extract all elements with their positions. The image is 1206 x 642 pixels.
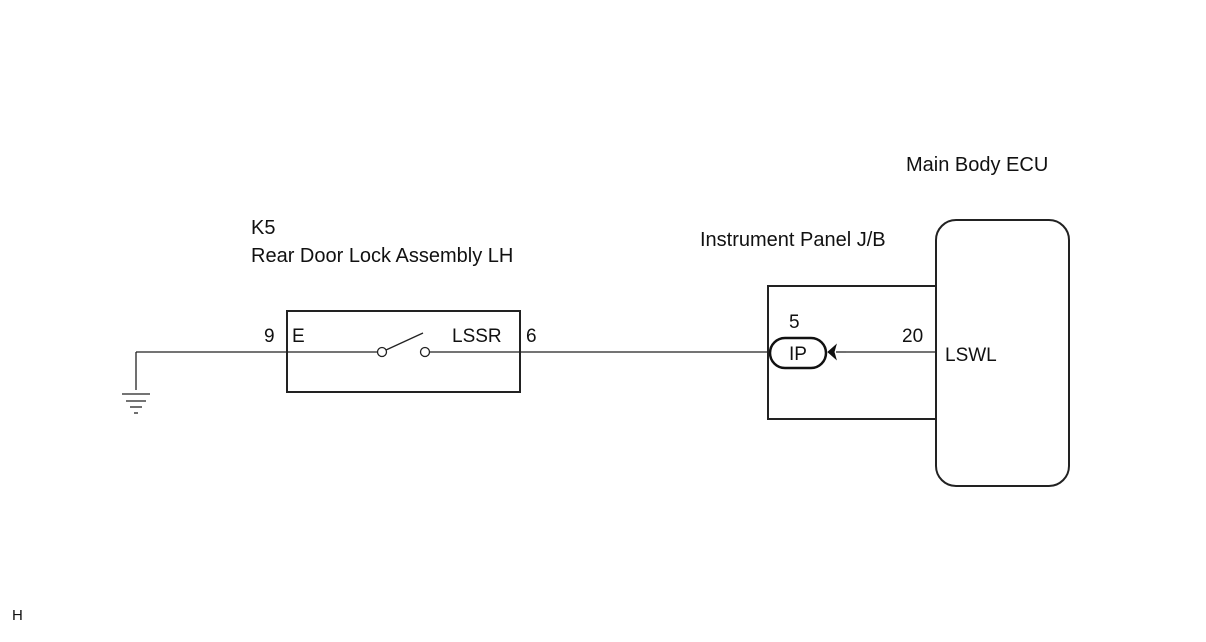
connector-arrow-icon <box>827 343 837 361</box>
door-lock-title: Rear Door Lock Assembly LH <box>251 245 513 267</box>
door-lock-left-pin-name: E <box>292 326 305 347</box>
ecu-title: Main Body ECU <box>906 154 1048 176</box>
door-lock-right-pin-number: 6 <box>526 326 537 347</box>
door-lock-left-pin-number: 9 <box>264 326 275 347</box>
ecu-box <box>935 219 1070 487</box>
jb-title: Instrument Panel J/B <box>700 229 886 251</box>
ground-icon <box>122 352 150 414</box>
ip-connector-label: IP <box>789 344 807 365</box>
ip-connector <box>768 336 828 370</box>
jb-pin-number: 5 <box>789 312 800 333</box>
door-lock-right-pin-name: LSSR <box>452 326 502 347</box>
ecu-pin-name: LSWL <box>945 345 997 366</box>
ecu-pin-number: 20 <box>902 326 923 347</box>
door-lock-connector-id: K5 <box>251 217 275 239</box>
footer-code: H <box>12 607 23 624</box>
lock-switch-icon <box>287 332 520 358</box>
